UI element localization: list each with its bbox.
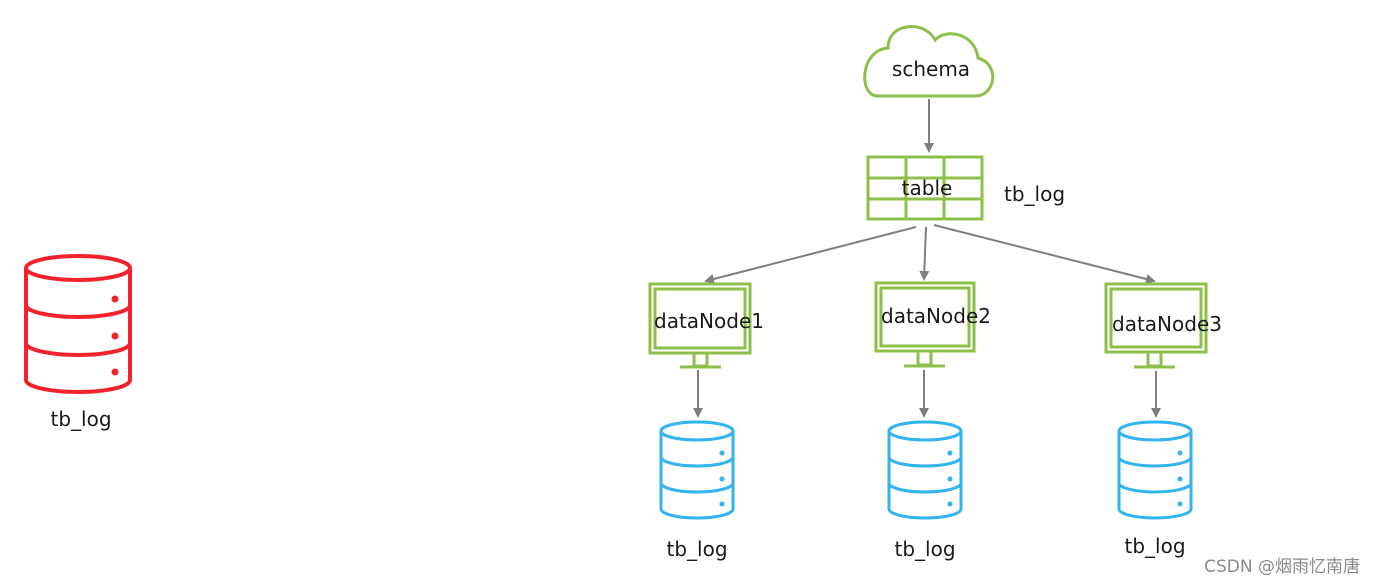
data-node-1-label: dataNode1 xyxy=(654,309,764,333)
monitor-icon xyxy=(648,282,752,369)
data-node-2: dataNode2 tb_log xyxy=(874,281,991,561)
left-database-icon xyxy=(24,254,132,394)
table-side-label: tb_log xyxy=(1004,182,1065,206)
schema-label: schema xyxy=(892,57,970,81)
data-node-1: dataNode1 tb_log xyxy=(648,282,764,561)
data-node-3: dataNode3 tb_log xyxy=(1104,282,1222,558)
monitor-icon xyxy=(874,281,976,368)
node-1-database-label: tb_log xyxy=(666,537,727,561)
node-1-database-icon xyxy=(659,420,735,520)
data-node-2-label: dataNode2 xyxy=(881,304,991,328)
left-database-label: tb_log xyxy=(50,407,111,431)
table-grid-icon xyxy=(866,155,984,221)
csdn-watermark: CSDN @烟雨忆南唐 xyxy=(1204,557,1360,577)
schema-cloud-icon xyxy=(863,25,995,98)
node-3-database-label: tb_log xyxy=(1124,534,1185,558)
data-node-3-label: dataNode3 xyxy=(1112,312,1222,336)
arrow-table-to-node2 xyxy=(919,226,930,281)
monitor-icon xyxy=(1104,282,1208,369)
arrow-table-to-node3 xyxy=(933,224,1156,284)
node-2-database-label: tb_log xyxy=(894,537,955,561)
node-3-database-icon xyxy=(1117,420,1193,520)
node-2-database-icon xyxy=(887,420,963,520)
table-label: table xyxy=(902,176,953,200)
arrow-table-to-node1 xyxy=(704,226,917,284)
